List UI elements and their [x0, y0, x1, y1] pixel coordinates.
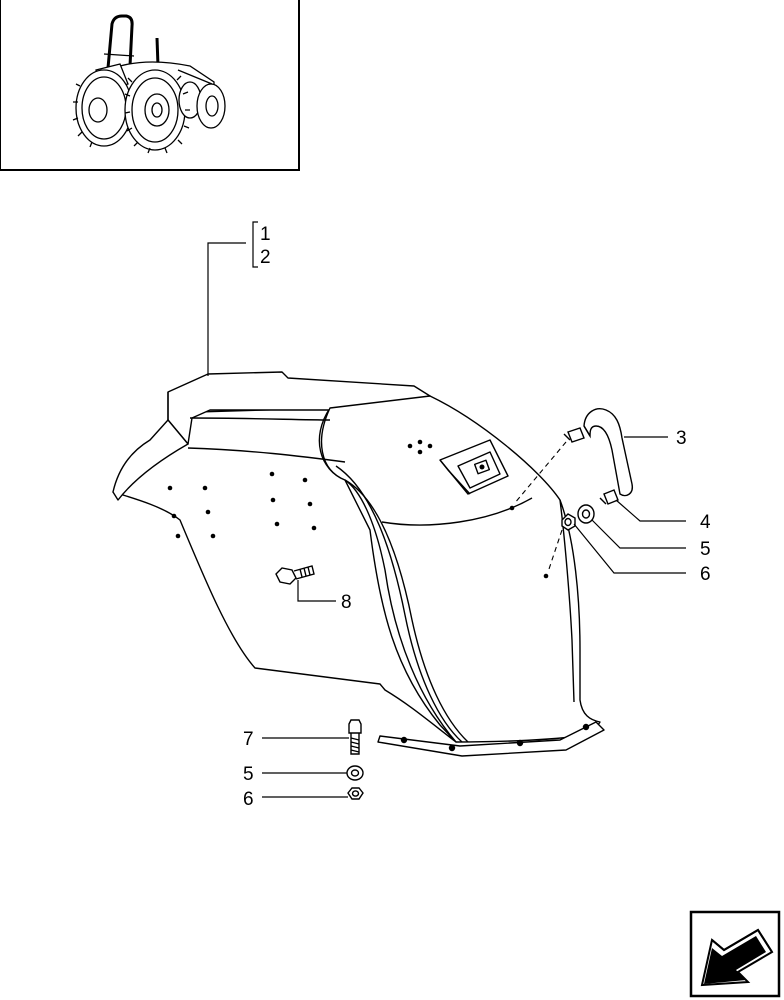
callout-1: 1: [260, 224, 271, 245]
work-lamp-icon: [439, 439, 509, 495]
inner-panel-holes: [167, 439, 549, 579]
handle-washer: [577, 504, 595, 524]
callout-6: 6: [700, 564, 711, 585]
bottom-nut: [347, 787, 364, 800]
bottom-washer: [346, 765, 364, 781]
callout-4: 4: [700, 512, 711, 533]
callout-2: 2: [260, 247, 271, 268]
mounting-bracket: [377, 721, 605, 757]
thumbnail-box: [0, 0, 300, 171]
grab-handle: [563, 408, 634, 505]
tractor-thumbnail-icon: [72, 14, 226, 154]
callout-5: 5: [700, 539, 711, 560]
leader-lines: [207, 221, 686, 798]
side-bolt: [275, 565, 315, 585]
next-page-arrow-icon[interactable]: [689, 910, 781, 998]
fender-assembly: [112, 371, 605, 757]
callout-5-bottom: 5: [243, 764, 254, 785]
handle-nut: [561, 513, 576, 531]
assembly-lines: [513, 441, 567, 573]
bottom-bolt: [348, 719, 362, 755]
callout-7: 7: [243, 729, 254, 750]
callout-8: 8: [341, 592, 352, 613]
callout-3: 3: [676, 428, 687, 449]
callout-6-bottom: 6: [243, 789, 254, 810]
fender-outer-skin: [320, 395, 601, 743]
